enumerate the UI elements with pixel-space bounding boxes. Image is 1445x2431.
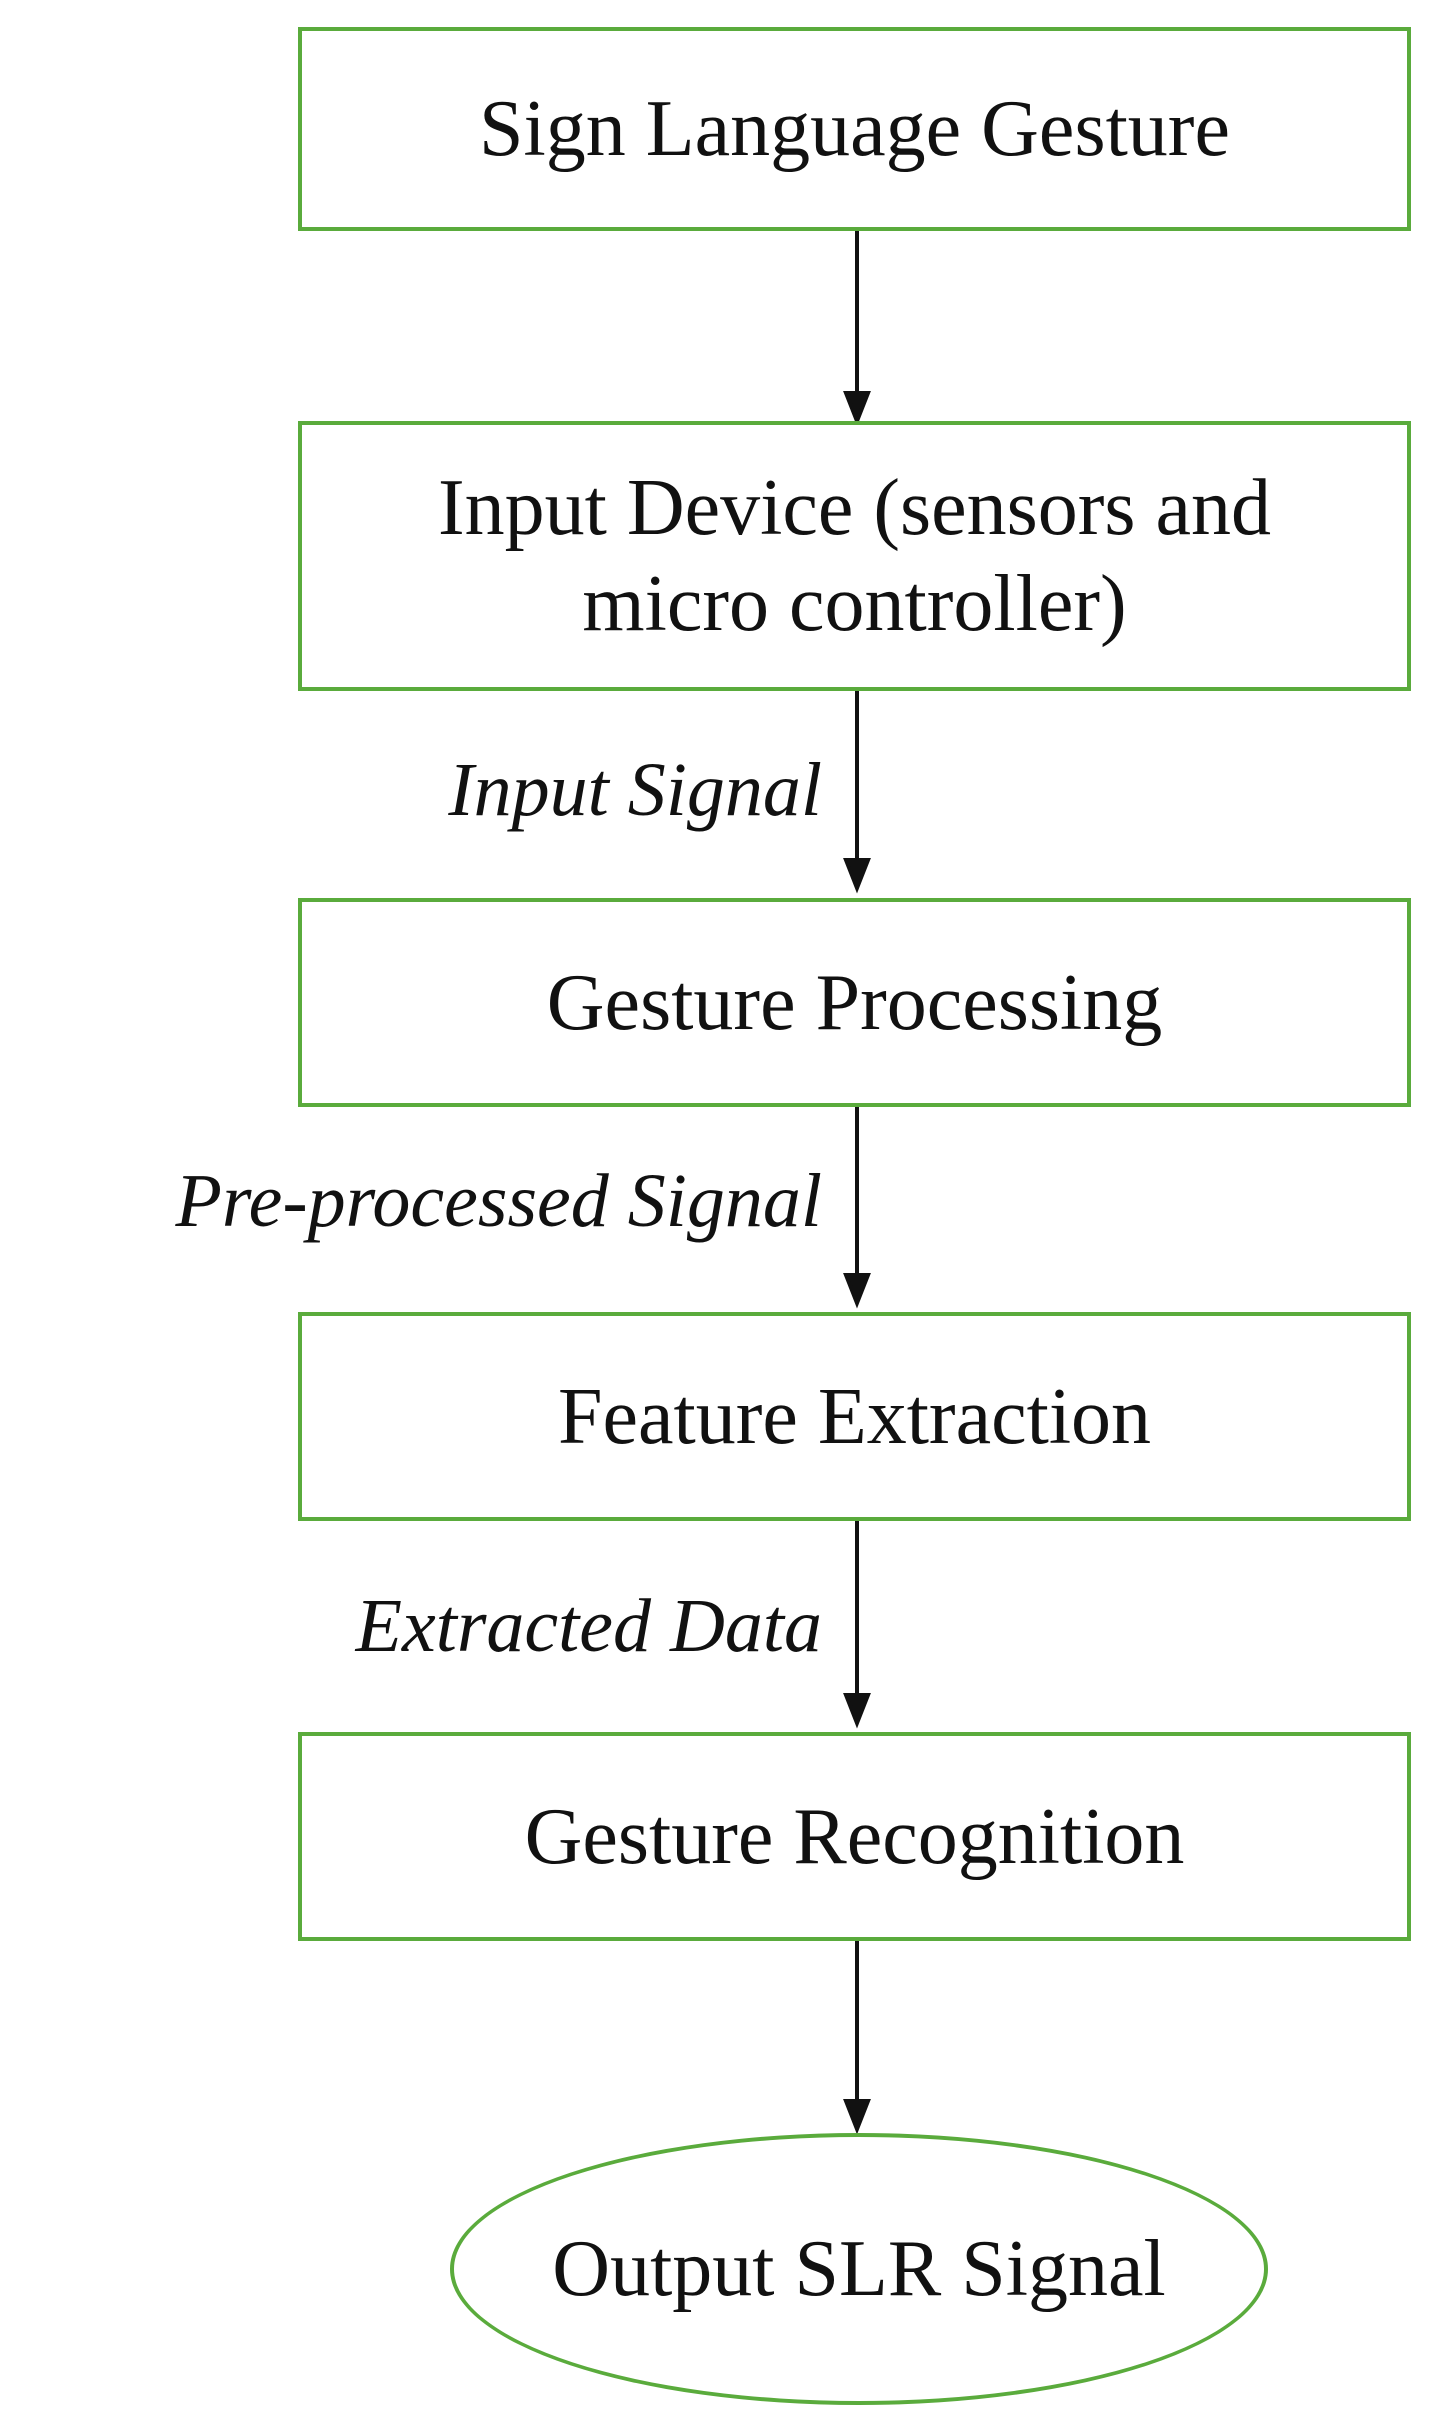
step-input-device: Input Device (sensors and micro controll… — [298, 421, 1411, 691]
edge-label-input-signal: Input Signal — [448, 748, 822, 832]
edge-label-pre-processed-signal: Pre-processed Signal — [175, 1159, 822, 1243]
step-label: Sign Language Gesture — [479, 85, 1230, 173]
arrowhead-1-icon — [843, 391, 871, 427]
step-label: Input Device (sensors and micro controll… — [437, 464, 1272, 648]
step-sign-language-gesture: Sign Language Gesture — [298, 27, 1411, 231]
output-terminal: Output SLR Signal — [450, 2133, 1268, 2405]
edge-label-extracted-data: Extracted Data — [355, 1584, 822, 1668]
step-label: Feature Extraction — [557, 1372, 1152, 1461]
step-label: Gesture Processing — [546, 958, 1163, 1047]
output-label: Output SLR Signal — [552, 2224, 1166, 2313]
step-feature-extraction: Feature Extraction — [298, 1312, 1411, 1521]
arrowhead-5-icon — [843, 2099, 871, 2135]
arrowhead-4-icon — [843, 1693, 871, 1729]
arrowhead-3-icon — [843, 1273, 871, 1309]
step-label: Gesture Recognition — [524, 1792, 1185, 1881]
step-gesture-processing: Gesture Processing — [298, 898, 1411, 1107]
step-gesture-recognition: Gesture Recognition — [298, 1732, 1411, 1941]
arrowhead-2-icon — [843, 858, 871, 894]
